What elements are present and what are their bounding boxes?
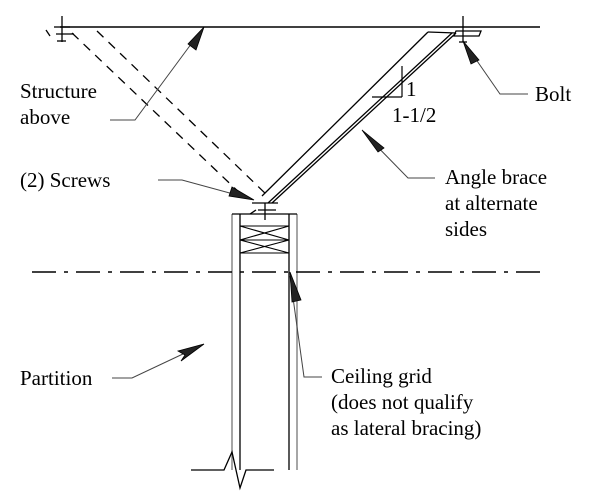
label-structure-above-2: above — [20, 105, 71, 129]
label-slope-run: 1-1/2 — [392, 103, 437, 127]
label-angle-brace-2: at alternate — [445, 191, 538, 215]
leader-structure-above — [110, 31, 201, 121]
slope-indicator — [372, 66, 403, 98]
label-angle-brace-1: Angle brace — [445, 165, 548, 189]
label-partition: Partition — [20, 366, 93, 390]
label-structure-above-1: Structure — [20, 79, 97, 103]
label-ceiling-grid-3: as lateral bracing) — [331, 416, 482, 440]
label-ceiling-grid-2: (does not qualify — [331, 390, 474, 414]
screw-clip — [249, 202, 278, 220]
label-screws: (2) Screws — [20, 168, 111, 192]
leader-ceiling-grid — [289, 275, 322, 378]
arrowheads — [176, 26, 480, 362]
leader-bolt — [465, 44, 528, 95]
left-bolt-icon — [54, 16, 74, 42]
arrow-bolt — [462, 40, 480, 65]
partition-wall — [231, 213, 298, 470]
leader-screws — [158, 179, 249, 199]
label-angle-brace-3: sides — [445, 217, 487, 241]
arrow-partition — [176, 343, 205, 362]
arrow-angle-brace — [361, 129, 385, 153]
label-ceiling-grid-1: Ceiling grid — [331, 364, 432, 388]
bolt-icon — [453, 16, 482, 43]
label-bolt: Bolt — [535, 82, 572, 106]
arrow-ceiling-grid — [289, 271, 302, 303]
arrow-structure-above — [187, 26, 205, 51]
alternate-brace-dashed — [45, 29, 269, 199]
angle-brace — [261, 31, 457, 204]
arrow-screws — [228, 186, 255, 201]
label-slope-rise: 1 — [406, 77, 417, 101]
top-track-blocking — [239, 225, 290, 254]
break-line — [191, 449, 274, 491]
leader-partition — [112, 344, 203, 379]
